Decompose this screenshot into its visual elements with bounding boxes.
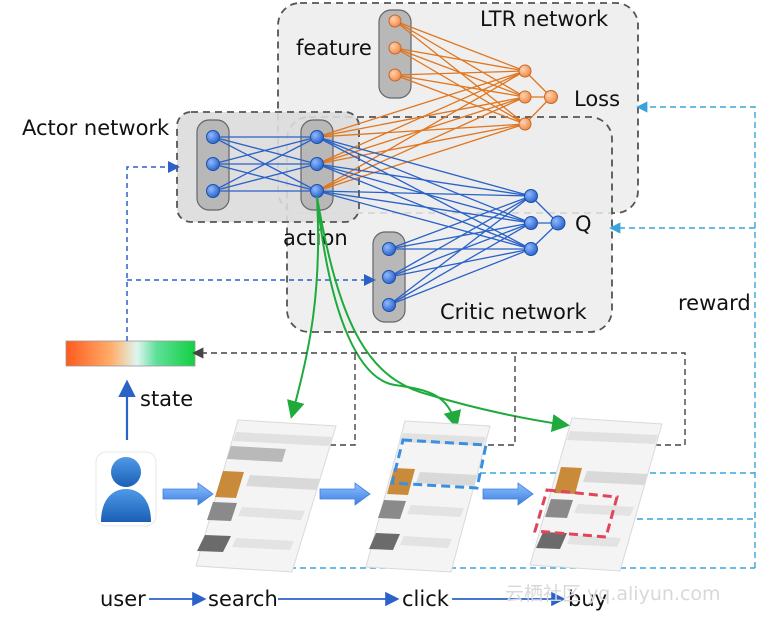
feature-nodes bbox=[388, 14, 402, 82]
feature-label: feature bbox=[296, 36, 372, 60]
actor-edges bbox=[212, 136, 318, 192]
user-label: user bbox=[100, 587, 146, 611]
watermark: 云栖社区 yq.aliyun.com bbox=[505, 583, 721, 605]
phone-screenshot-icon bbox=[365, 420, 491, 573]
buy-label: buy bbox=[568, 587, 607, 611]
phone-screenshot-icon bbox=[195, 419, 337, 573]
ltr-hidden-nodes bbox=[518, 64, 558, 131]
state-feedback-lines bbox=[126, 161, 376, 341]
action-arrows bbox=[287, 196, 570, 432]
action-label: action bbox=[283, 226, 348, 250]
phone-screenshot-icon bbox=[529, 417, 663, 572]
click-label: click bbox=[402, 587, 450, 611]
actor-input-nodes bbox=[206, 130, 220, 198]
q-label: Q bbox=[575, 212, 592, 236]
critic-network-label: Critic network bbox=[440, 300, 588, 324]
search-label: search bbox=[208, 587, 278, 611]
flow-block-arrows bbox=[162, 482, 534, 506]
actor-network-label: Actor network bbox=[22, 116, 170, 140]
ltr-network-label: LTR network bbox=[480, 7, 609, 31]
action-nodes bbox=[310, 130, 324, 198]
critic-input-nodes bbox=[382, 242, 396, 312]
critic-hidden-nodes bbox=[524, 189, 566, 256]
state-label: state bbox=[140, 387, 193, 411]
loss-label: Loss bbox=[574, 87, 620, 111]
reward-lines bbox=[270, 101, 756, 569]
reward-label: reward bbox=[678, 291, 751, 315]
buy-highlight-box bbox=[533, 488, 619, 539]
state-bar bbox=[65, 340, 196, 367]
user-icon bbox=[95, 451, 157, 527]
page-state-feedback bbox=[192, 347, 686, 446]
click-highlight-box bbox=[390, 438, 488, 490]
